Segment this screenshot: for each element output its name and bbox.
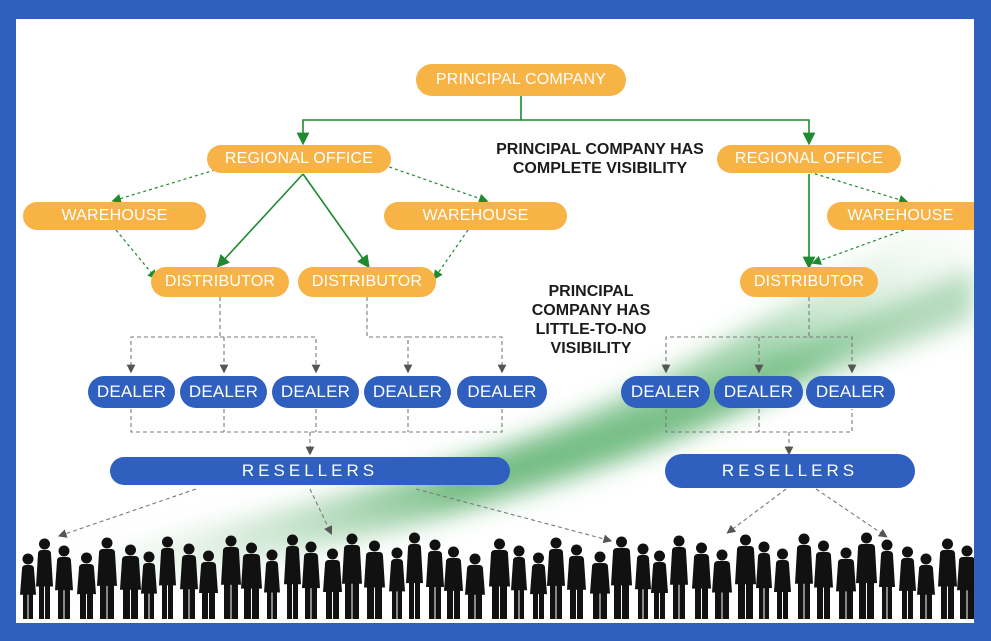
person-silhouette (651, 550, 668, 619)
person-silhouette (899, 546, 916, 619)
person-silhouette (938, 538, 957, 619)
person-silhouette (36, 538, 53, 619)
principal-company-node: PRINCIPAL COMPANY (416, 64, 626, 96)
dealer-node-8: DEALER (806, 376, 895, 408)
person-silhouette (756, 541, 772, 619)
person-silhouette (530, 552, 547, 619)
crowd-silhouette (20, 532, 974, 619)
person-silhouette (836, 547, 856, 619)
regional-office-right-node: REGIONAL OFFICE (717, 145, 901, 173)
resellers-node-right: RESELLERS (665, 454, 915, 488)
person-silhouette (406, 532, 423, 619)
person-silhouette (795, 533, 813, 619)
person-silhouette (712, 549, 732, 619)
person-silhouette (774, 548, 791, 619)
person-silhouette (879, 539, 895, 619)
distributor-node-3: DISTRIBUTOR (740, 267, 878, 297)
distributor-node-2: DISTRIBUTOR (298, 267, 436, 297)
person-silhouette (302, 541, 320, 619)
person-silhouette (159, 536, 176, 619)
person-silhouette (20, 553, 36, 619)
person-silhouette (611, 536, 632, 619)
person-silhouette (692, 542, 711, 619)
person-silhouette (97, 537, 117, 619)
person-silhouette (511, 545, 527, 619)
regional-office-left-node: REGIONAL OFFICE (207, 145, 391, 173)
warehouse-node-2: WAREHOUSE (384, 202, 567, 230)
person-silhouette (547, 537, 565, 619)
person-silhouette (389, 547, 405, 619)
resellers-node-left: RESELLERS (110, 457, 510, 485)
person-silhouette (957, 545, 974, 619)
person-silhouette (635, 543, 651, 619)
little-visibility-note: PRINCIPAL COMPANY HAS LITTLE-TO-NO VISIB… (531, 283, 651, 357)
person-silhouette (465, 553, 485, 619)
person-silhouette (856, 532, 877, 619)
person-silhouette (120, 544, 141, 619)
dealer-node-2: DEALER (180, 376, 267, 408)
diagram-frame: PRINCIPAL COMPANY REGIONAL OFFICE REGION… (16, 19, 974, 623)
person-silhouette (323, 548, 342, 619)
dealer-node-5: DEALER (457, 376, 547, 408)
dealer-node-6: DEALER (621, 376, 710, 408)
person-silhouette (241, 542, 262, 619)
person-silhouette (917, 553, 935, 619)
person-silhouette (735, 534, 756, 619)
person-silhouette (180, 543, 198, 619)
person-silhouette (426, 539, 444, 619)
complete-visibility-note: PRINCIPAL COMPANY HAS COMPLETE VISIBILIT… (496, 141, 704, 177)
person-silhouette (364, 540, 385, 619)
person-silhouette (221, 535, 241, 619)
dealer-node-7: DEALER (714, 376, 803, 408)
person-silhouette (141, 551, 157, 619)
dealer-node-3: DEALER (272, 376, 359, 408)
person-silhouette (264, 549, 280, 619)
person-silhouette (670, 535, 688, 619)
warehouse-node-1: WAREHOUSE (23, 202, 206, 230)
person-silhouette (590, 551, 610, 619)
person-silhouette (284, 534, 301, 619)
person-silhouette (55, 545, 73, 619)
person-silhouette (77, 552, 96, 619)
person-silhouette (199, 550, 218, 619)
person-silhouette (567, 544, 586, 619)
person-silhouette (814, 540, 833, 619)
person-silhouette (444, 546, 463, 619)
dealer-node-1: DEALER (88, 376, 175, 408)
dealer-node-4: DEALER (364, 376, 451, 408)
warehouse-node-3: WAREHOUSE (827, 202, 974, 230)
person-silhouette (342, 533, 362, 619)
distributor-node-1: DISTRIBUTOR (151, 267, 289, 297)
person-silhouette (489, 538, 510, 619)
